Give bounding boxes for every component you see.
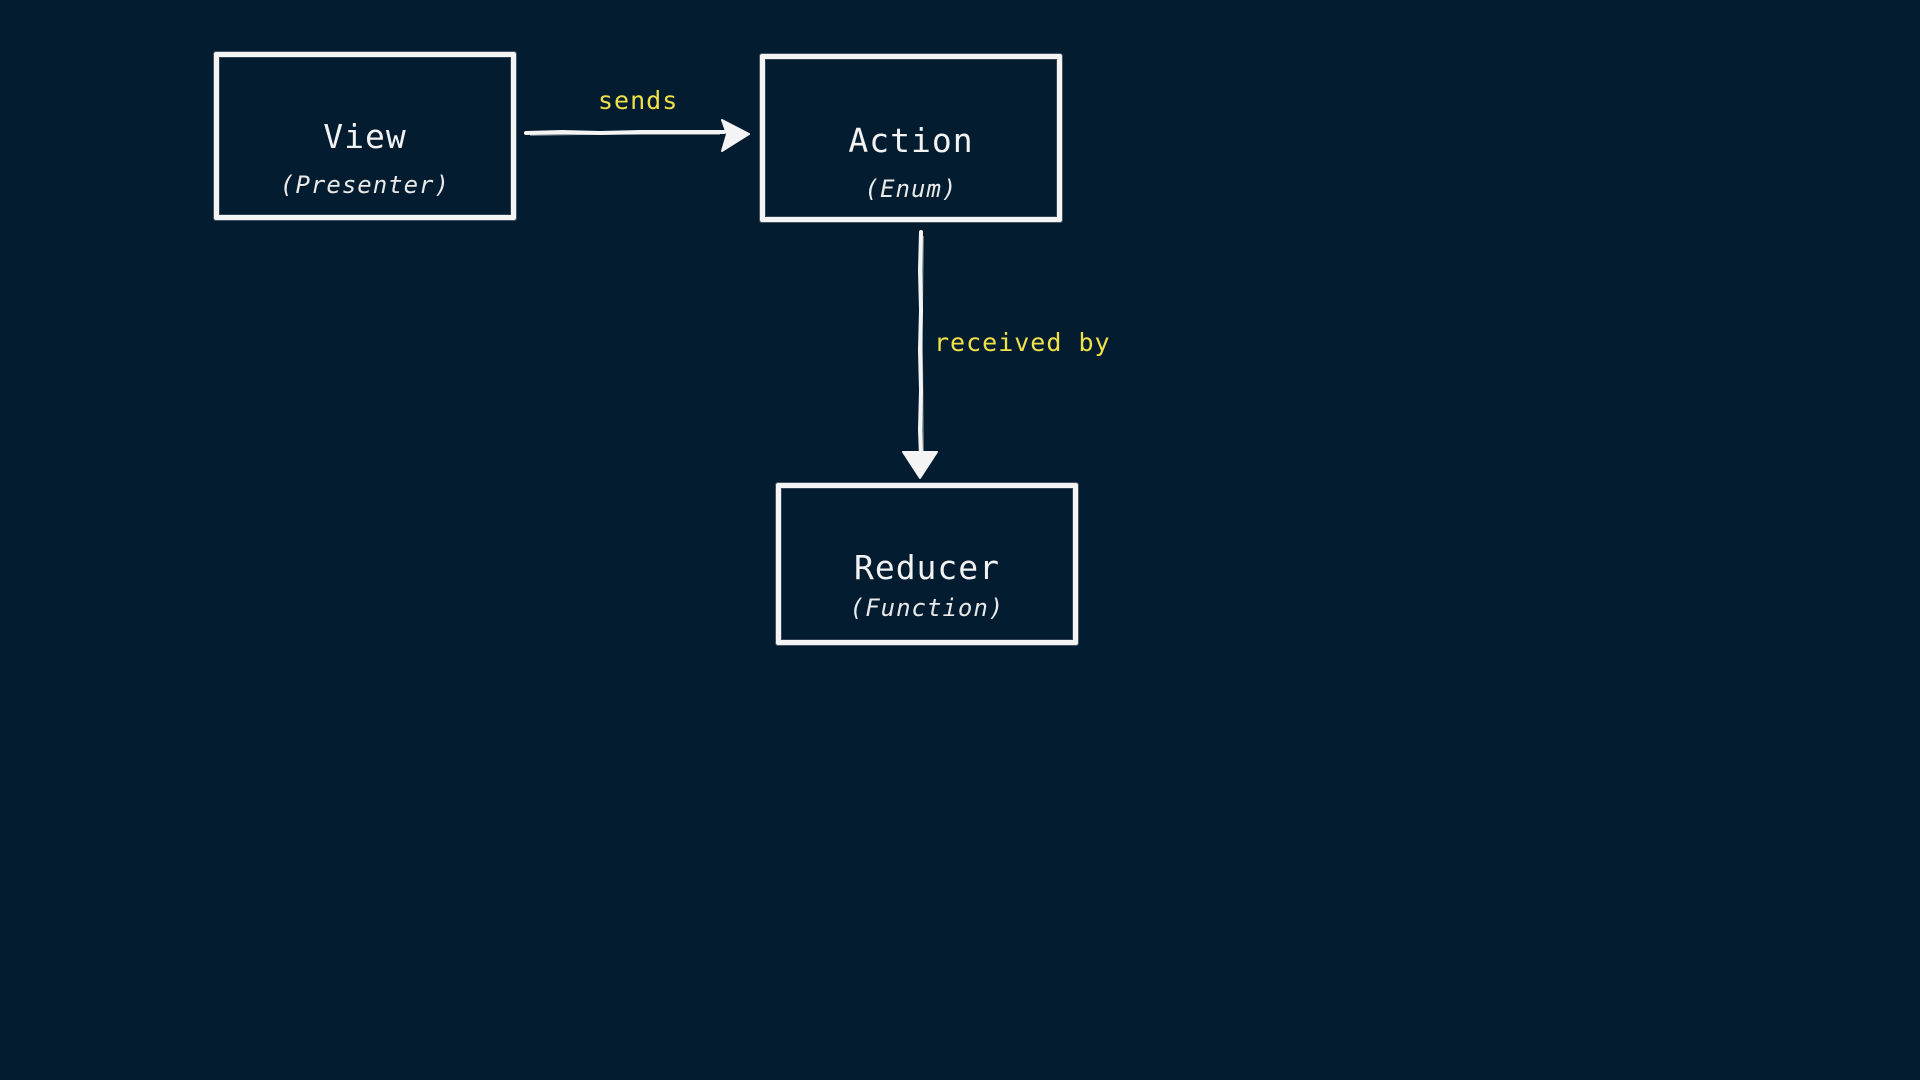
reducer-title: Reducer xyxy=(853,548,1001,587)
arrow-view-to-action xyxy=(524,119,750,152)
arrow-shaft-sends xyxy=(524,129,726,136)
reducer-subtitle: (Function) xyxy=(849,594,1005,622)
arrow-shaft-sends-texture xyxy=(529,133,720,136)
edge-label-received-by: received by xyxy=(934,328,1111,357)
action-box: Action (Enum) xyxy=(760,54,1062,222)
action-subtitle: (Enum) xyxy=(864,175,958,203)
arrowhead-sends xyxy=(721,119,750,152)
arrow-action-to-reducer xyxy=(902,230,938,479)
reducer-box: Reducer (Function) xyxy=(776,483,1078,645)
view-box: View (Presenter) xyxy=(214,52,516,220)
edge-label-sends: sends xyxy=(598,86,679,115)
arrow-shaft-received-by xyxy=(917,230,924,458)
arrow-shaft-received-by-texture xyxy=(921,235,924,453)
view-title: View xyxy=(323,117,407,156)
view-subtitle: (Presenter) xyxy=(280,171,450,199)
arrowhead-received-by xyxy=(902,451,938,479)
action-title: Action xyxy=(848,121,974,160)
